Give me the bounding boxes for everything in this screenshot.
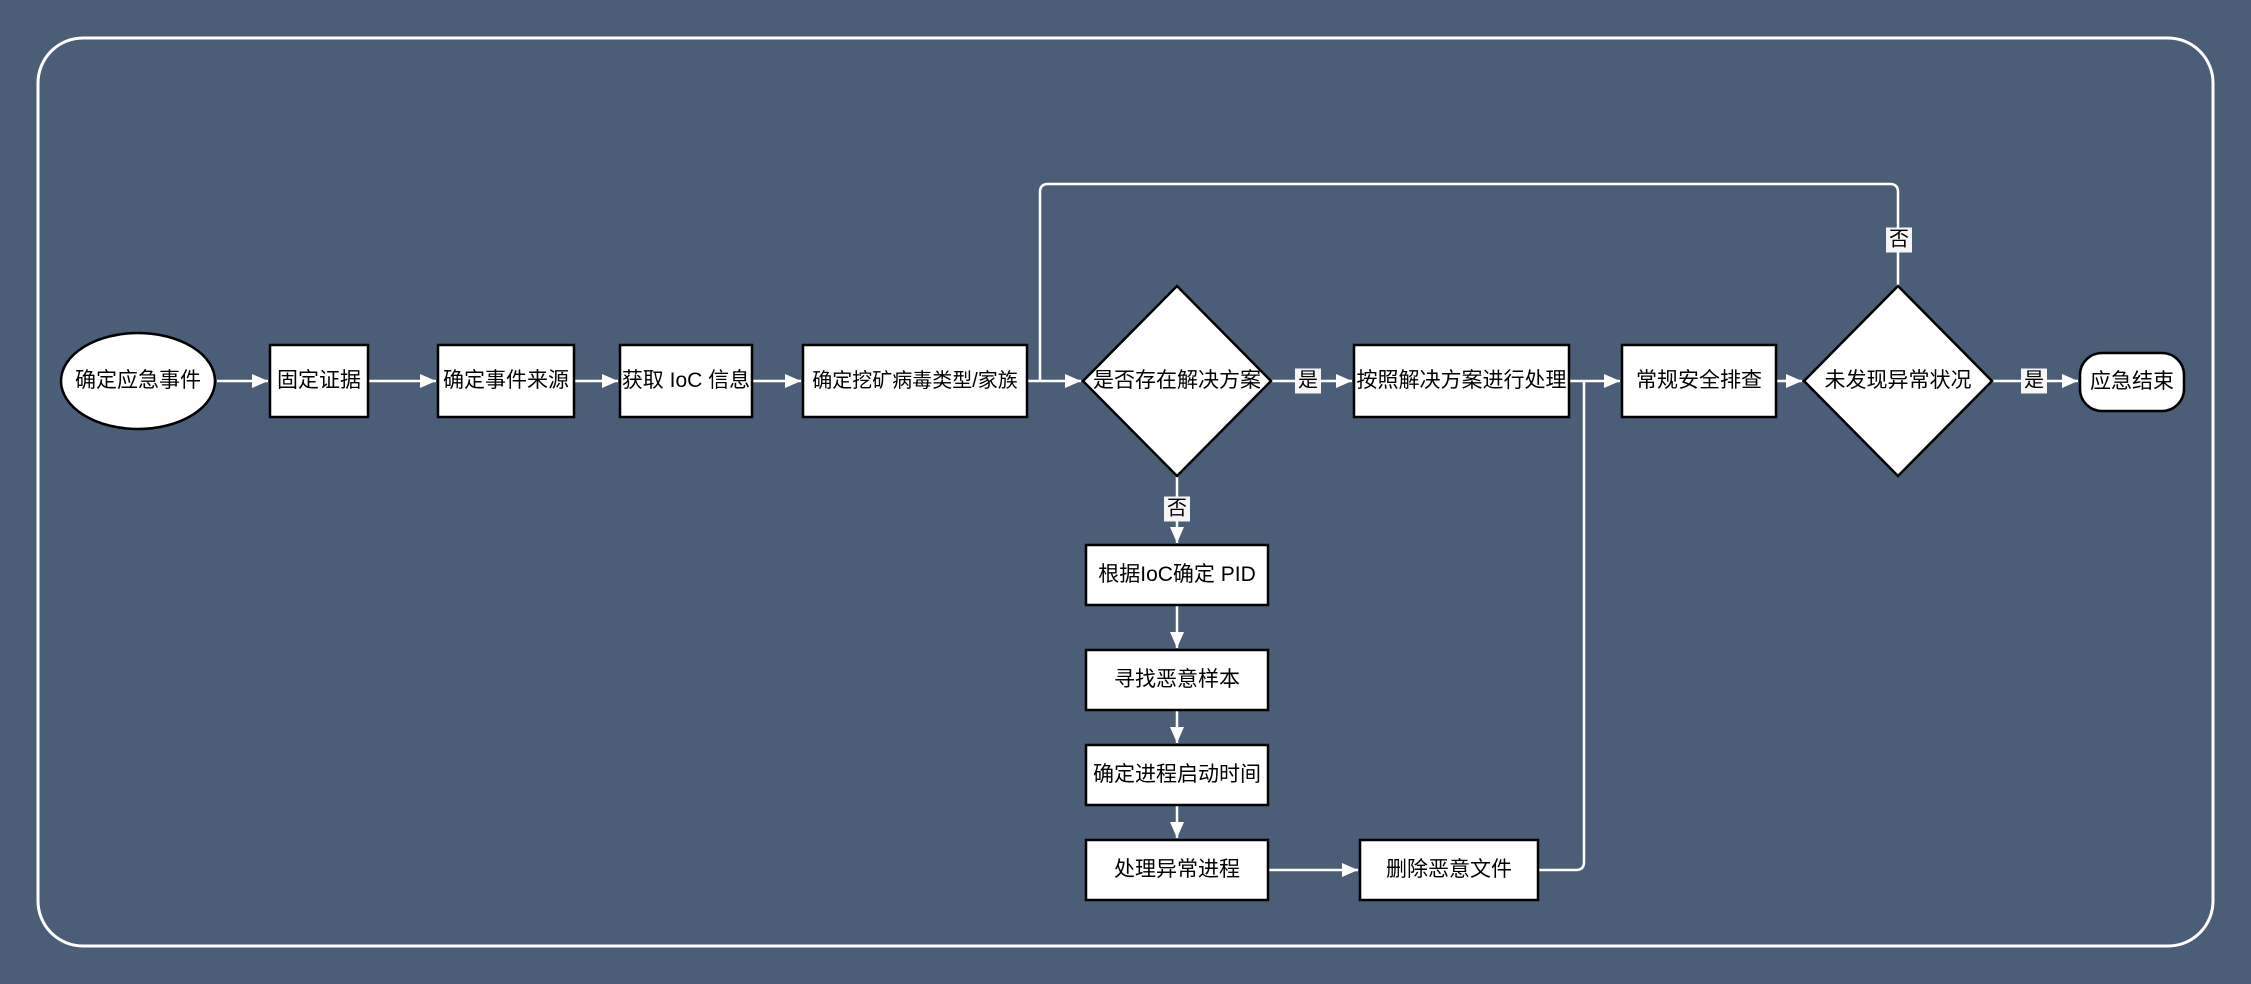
node-shape-start (59, 331, 217, 431)
edge-label-anomaly-no: 否 (1886, 227, 1912, 253)
edge-label-anomaly-yes: 是 (2021, 368, 2047, 394)
node-shape-handle-process (1084, 838, 1270, 902)
edge-no-anomaly-no-loop (1038, 182, 1900, 380)
node-shape-virus-type (801, 343, 1029, 419)
node-shape-find-samples (1084, 648, 1270, 712)
node-shape-process-time (1084, 743, 1270, 807)
node-shape-fix-evidence (268, 343, 370, 419)
node-shape-event-source (436, 343, 576, 419)
node-shape-apply-solution (1352, 343, 1571, 419)
page-frame (36, 36, 2215, 948)
node-shape-no-anomaly (1802, 284, 1994, 478)
node-shape-determine-pid (1084, 543, 1270, 607)
node-shape-delete-files (1358, 838, 1540, 902)
node-shape-get-ioc (618, 343, 754, 419)
node-shape-routine-check (1620, 343, 1778, 419)
node-shape-end (2078, 351, 2186, 413)
edge-delete-files-return (1538, 382, 1586, 872)
edge-label-solution-no: 否 (1164, 496, 1190, 522)
node-shape-has-solution (1081, 284, 1273, 478)
edge-label-solution-yes: 是 (1295, 368, 1321, 394)
